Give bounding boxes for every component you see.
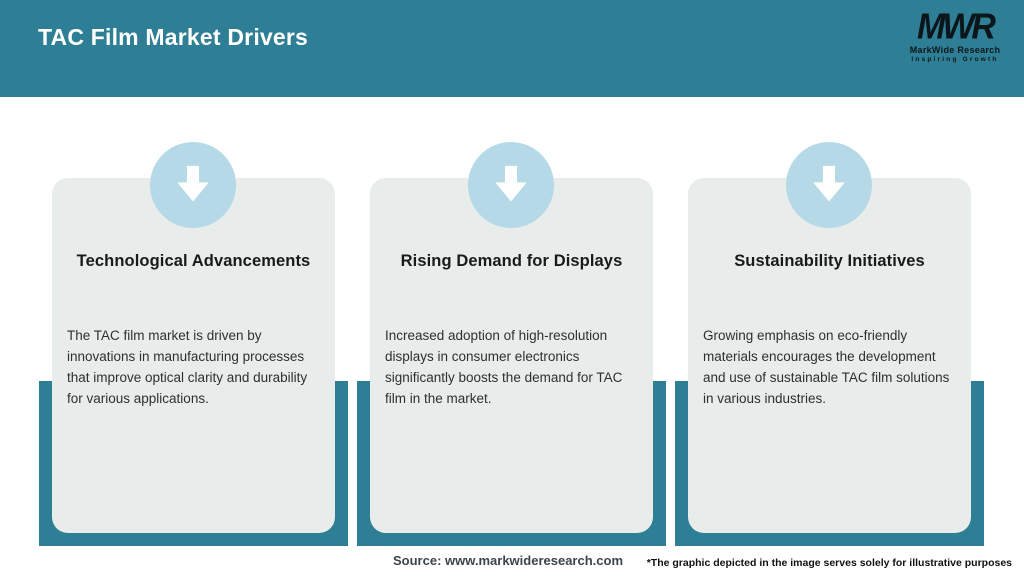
- card-title: Technological Advancements: [76, 252, 311, 270]
- arrow-circle: [150, 142, 236, 228]
- driver-card-technological-advancements: Technological Advancements The TAC film …: [52, 178, 335, 533]
- arrow-down-icon: [485, 159, 537, 211]
- card-description: The TAC film market is driven by innovat…: [67, 328, 308, 406]
- disclaimer-text: *The graphic depicted in the image serve…: [646, 557, 1012, 569]
- header-bar: TAC Film Market Drivers MWR MarkWide Res…: [0, 0, 1024, 97]
- driver-card-sustainability-initiatives: Sustainability Initiatives Growing empha…: [688, 178, 971, 533]
- arrow-down-icon: [167, 159, 219, 211]
- card-description: Increased adoption of high-resolution di…: [385, 328, 623, 406]
- page-title: TAC Film Market Drivers: [38, 24, 309, 50]
- arrow-circle: [786, 142, 872, 228]
- card-description: Growing emphasis on eco-friendly materia…: [703, 328, 950, 406]
- logo-name: MarkWide Research: [909, 45, 1001, 55]
- arrow-circle: [468, 142, 554, 228]
- card-title: Rising Demand for Displays: [400, 252, 623, 270]
- brand-logo: MWR MarkWide Research Inspiring Growth: [900, 7, 1010, 63]
- driver-card-rising-demand-for-displays: Rising Demand for Displays Increased ado…: [370, 178, 653, 533]
- card-title: Sustainability Initiatives: [734, 252, 925, 270]
- source-text: Source: www.markwideresearch.com: [393, 553, 624, 568]
- arrow-down-icon: [803, 159, 855, 211]
- logo-tagline: Inspiring Growth: [911, 56, 999, 63]
- logo-acronym: MWR: [917, 7, 996, 47]
